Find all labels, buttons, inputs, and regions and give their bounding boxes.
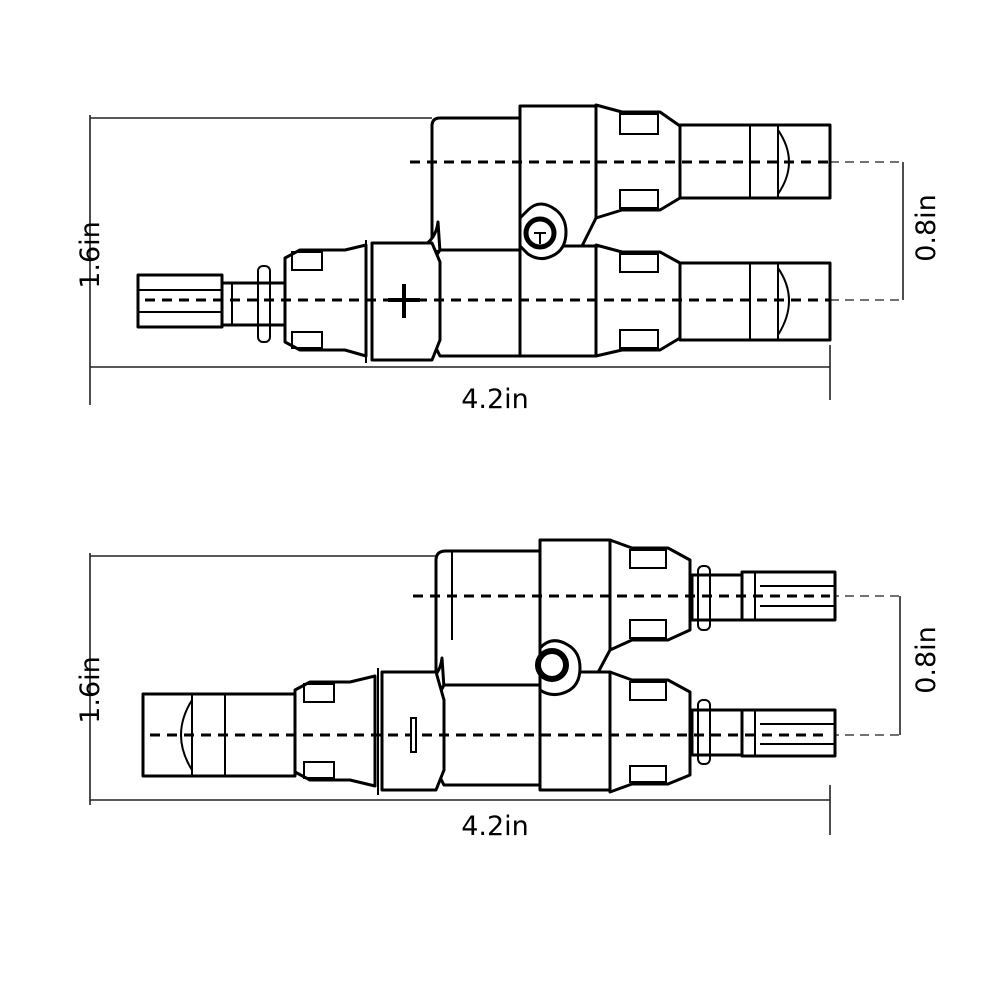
plus-polarity-icon [388,284,420,318]
ground-symbol-icon [523,216,557,250]
bottom-height-label: 1.6in [75,656,106,724]
top-centerlines [145,160,830,302]
bottom-length-label: 4.2in [461,811,529,842]
bottom-dimension-lines [89,553,901,835]
bottom-spacing-label: 0.8in [911,626,942,694]
top-length-label: 4.2in [461,384,529,415]
minus-polarity-icon [410,717,417,753]
bottom-centerlines [150,594,830,737]
bottom-connector-body [141,538,837,795]
top-height-label: 1.6in [75,221,106,289]
bottom-connector-diagram: 1.6in 4.2in 0.8in [75,538,942,842]
ring-symbol-icon [535,648,569,682]
top-connector-body [136,103,832,363]
top-dimension-lines [89,115,904,405]
top-spacing-label: 0.8in [911,194,942,262]
top-connector-diagram: 1.6in 4.2in 0.8in [75,103,942,415]
